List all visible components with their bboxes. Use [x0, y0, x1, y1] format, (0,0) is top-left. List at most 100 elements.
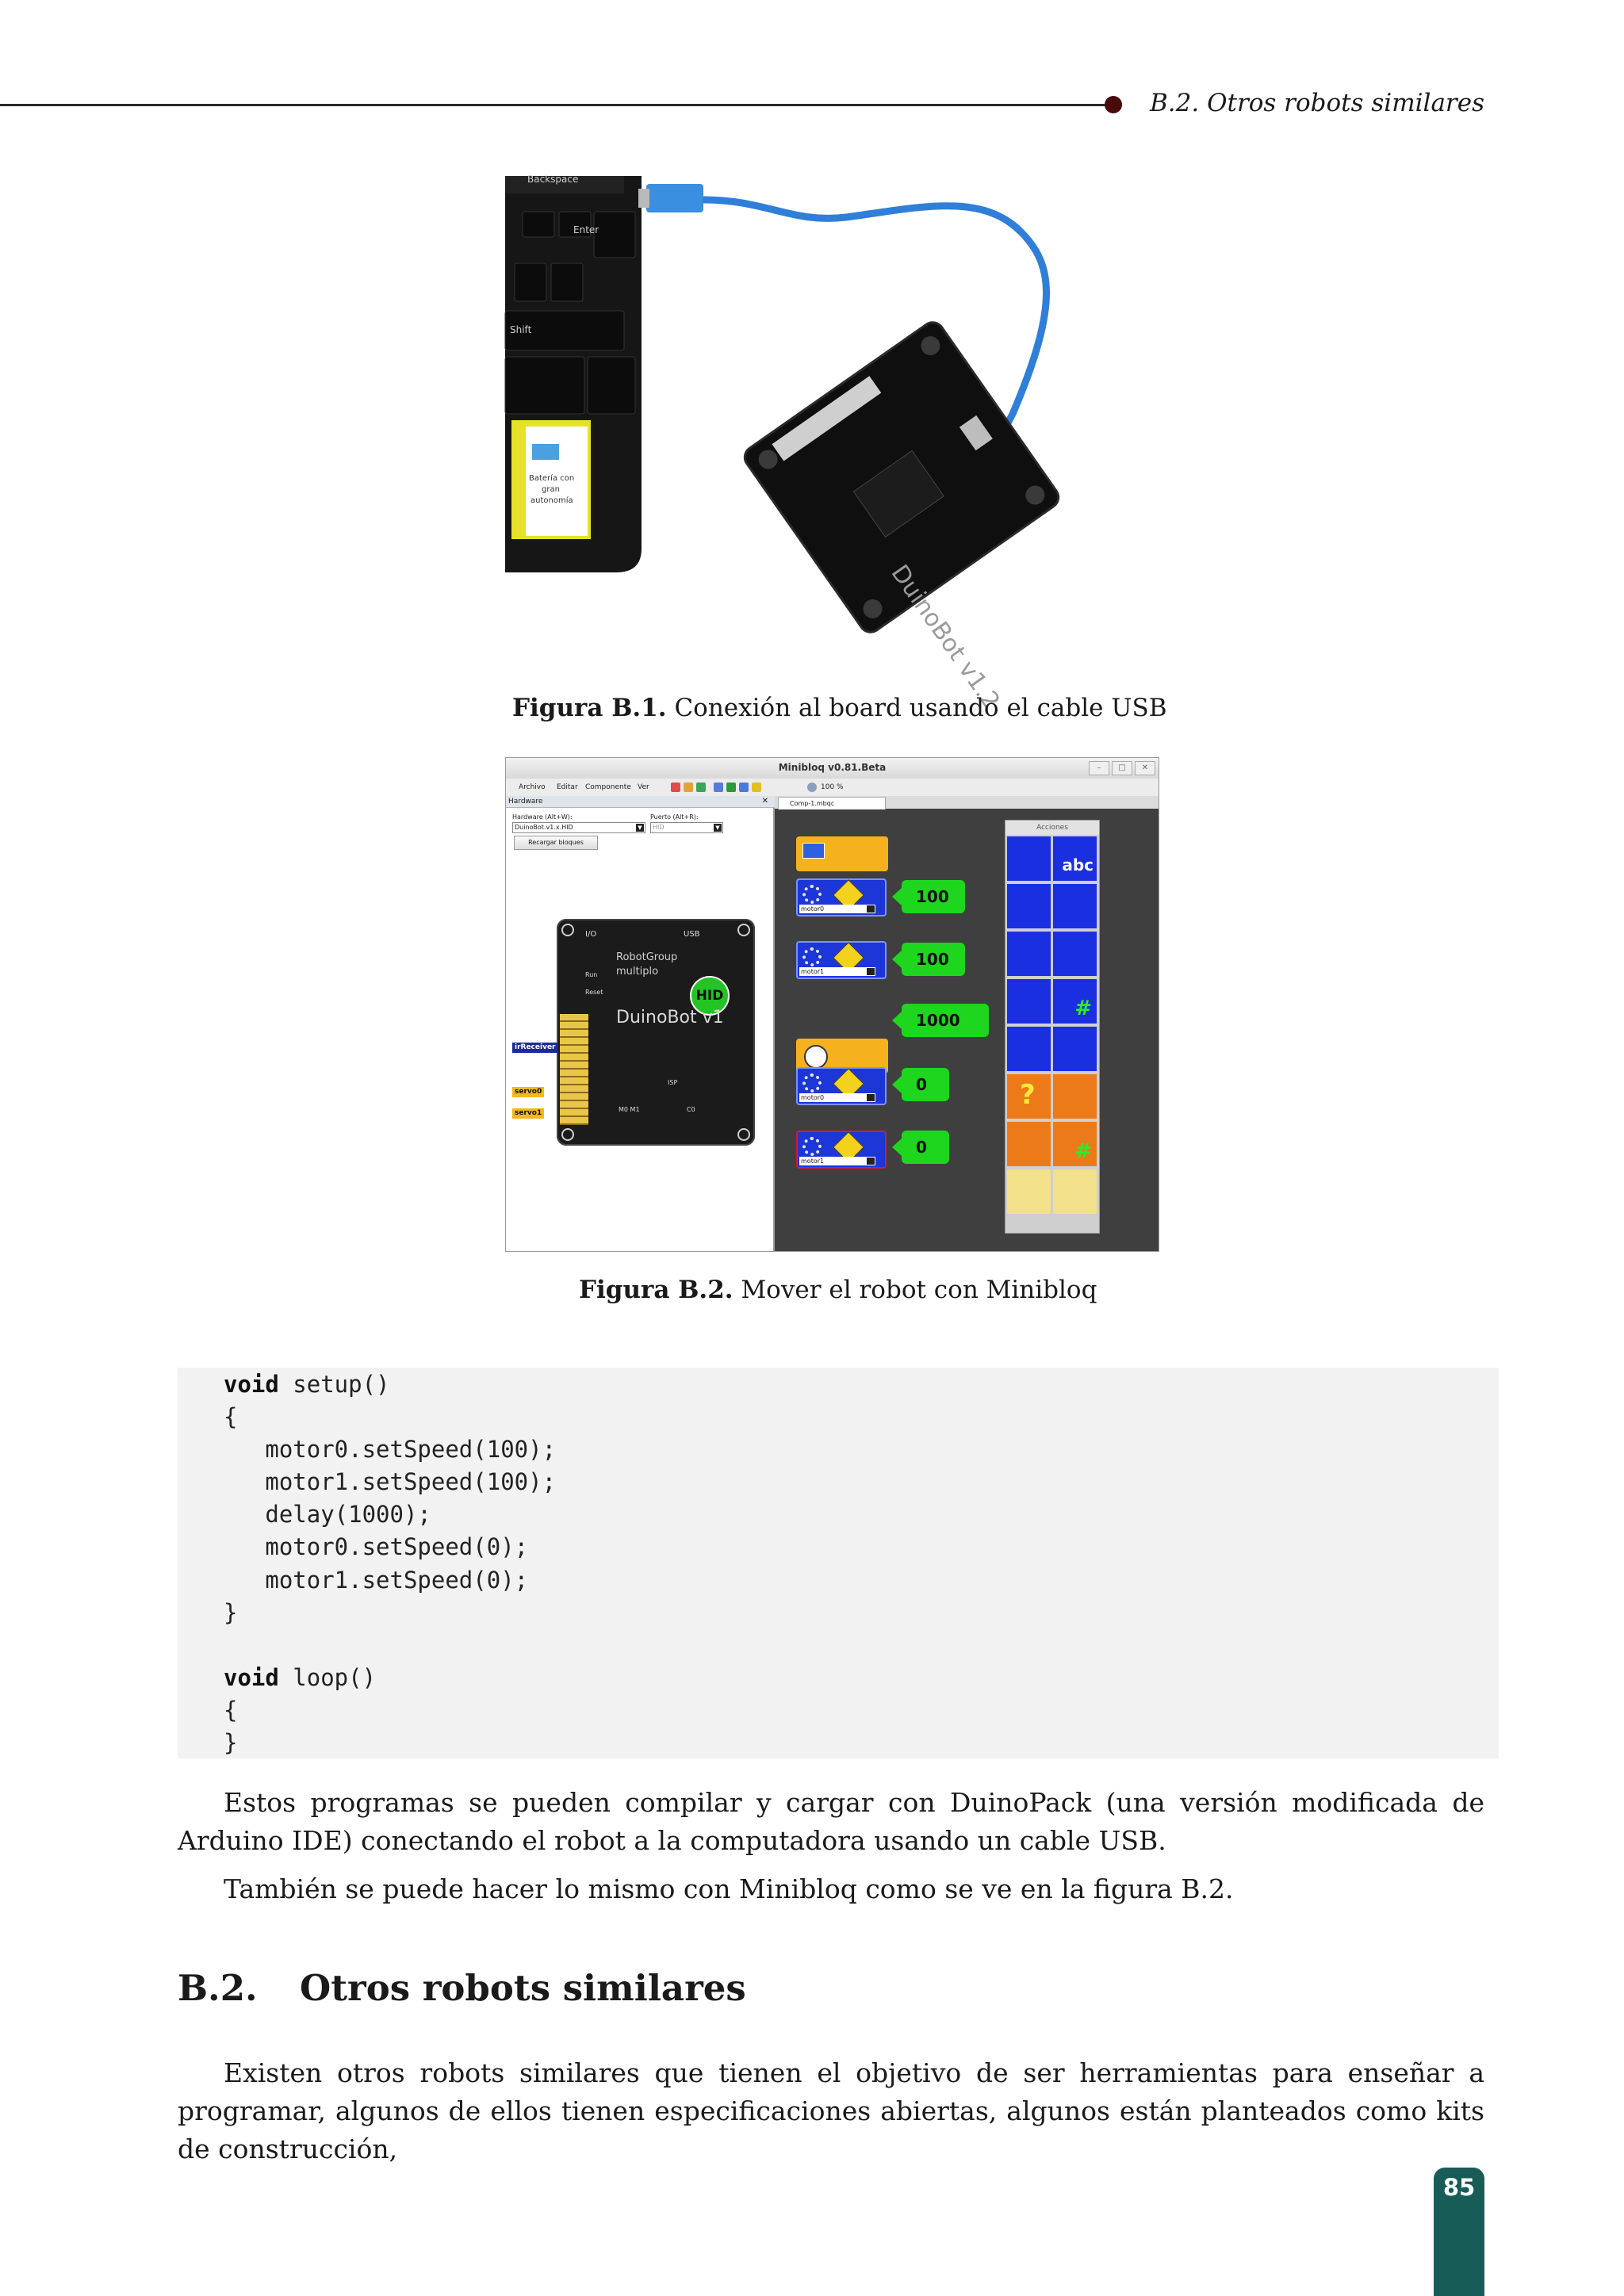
chevron-down-icon: ▼ [714, 824, 722, 832]
menu-componente[interactable]: Componente [585, 783, 631, 791]
code-line: void loop() [224, 1663, 377, 1691]
running-header: B.2. Otros robots similares [1150, 89, 1484, 117]
usb-connection-illustration: Backspace Enter Shift Batería con gran a… [504, 174, 1060, 714]
tag-irreceiver: irReceiver [512, 1043, 558, 1053]
open-icon[interactable] [684, 783, 693, 792]
motor-select[interactable]: motor0 [799, 1093, 875, 1102]
edit-icon[interactable] [714, 783, 723, 792]
gear-icon [802, 885, 822, 904]
duinobot-board: RobotGroup multiplo HID DuinoBot v1 I/O … [557, 919, 755, 1146]
start-icon [802, 843, 825, 859]
palette-repeat-icon[interactable]: # [1053, 1122, 1097, 1166]
motor-block[interactable]: motor0 [796, 878, 887, 916]
palette-empty-slot [1053, 1169, 1097, 1214]
motor-block[interactable]: motor1 [796, 941, 887, 979]
file-tabs: Comp-1.mbqc [775, 796, 1159, 809]
save-icon[interactable] [696, 783, 706, 792]
board-run-label: Run [585, 971, 598, 978]
palette-servo-icon[interactable] [1053, 932, 1097, 976]
board-name: DuinoBot v1 [616, 1008, 724, 1027]
menu-archivo[interactable]: Archivo [519, 783, 546, 791]
code-line: void setup() [224, 1371, 390, 1398]
new-icon[interactable] [671, 783, 680, 792]
tag-servo0: servo0 [512, 1087, 545, 1097]
palette-text-icon[interactable]: abc [1053, 836, 1097, 881]
monitor-icon[interactable] [739, 783, 749, 792]
palette-number-icon[interactable]: # [1053, 979, 1097, 1024]
figure-1-caption-text: Conexión al board usando el cable USB [674, 694, 1167, 722]
palette-if-icon[interactable]: ? [1007, 1074, 1051, 1119]
palette-wait-icon[interactable] [1053, 1074, 1097, 1119]
menu-editar[interactable]: Editar [557, 783, 578, 791]
code-keyword: void [224, 1371, 279, 1398]
speed-value[interactable]: 0 [892, 1131, 949, 1164]
port-select[interactable]: HID▼ [650, 822, 723, 833]
tab-comp-1[interactable]: Comp-1.mbqc [778, 797, 886, 809]
board-motors-label: M0 M1 [619, 1106, 640, 1113]
key-shift: Shift [510, 324, 532, 335]
minibloq-window: Minibloq v0.81.Beta – □ ✕ Archivo Editar… [505, 757, 1159, 1252]
chevron-down-icon: ▼ [636, 824, 644, 832]
run-icon[interactable] [726, 783, 736, 792]
chevron-down-icon [867, 1158, 875, 1165]
menu-bar: Archivo Editar Componente Ver 100 % [506, 779, 1159, 797]
sticker-line-3: autonomía [530, 496, 573, 505]
palette-sensor-icon[interactable] [1007, 932, 1051, 976]
palette-empty-slot [1053, 1027, 1097, 1071]
motor-select[interactable]: motor1 [799, 1157, 875, 1165]
section-title: Otros robots similares [300, 1967, 746, 2009]
code-line: { [224, 1696, 238, 1724]
palette-chart-icon[interactable] [1007, 979, 1051, 1024]
hardware-select[interactable]: DuinoBot.v1.x.HID▼ [512, 822, 645, 833]
close-panel-icon[interactable]: ✕ [761, 797, 768, 806]
menu-ver[interactable]: Ver [638, 783, 649, 791]
code-listing: void setup() { motor0.setSpeed(100); mot… [178, 1368, 1499, 1758]
page-number: 85 [1442, 2174, 1476, 2201]
figure-2-caption-text: Mover el robot con Minibloq [741, 1276, 1097, 1304]
figure-2-caption: Figura B.2. Mover el robot con Minibloq [579, 1276, 1097, 1304]
palette-comment-icon[interactable] [1007, 1169, 1051, 1214]
program-canvas: Comp-1.mbqc motor0 100 motor1 100 1000 m… [775, 796, 1159, 1251]
minimize-icon[interactable]: – [1089, 761, 1109, 775]
figure-1-caption: Figura B.1. Conexión al board usando el … [512, 694, 1167, 722]
speed-value[interactable]: 0 [892, 1068, 949, 1101]
paragraph-duinopack: Estos programas se pueden compilar y car… [178, 1787, 1484, 1856]
hid-badge: HID [690, 976, 730, 1016]
actions-palette: Acciones abc # ? # [1005, 820, 1100, 1234]
motor-block[interactable]: motor0 [796, 1067, 887, 1105]
clock-icon [804, 1045, 828, 1069]
zoom-icon[interactable] [807, 783, 817, 792]
board-isp-label: ISP [668, 1079, 678, 1086]
palette-gear-icon[interactable] [1007, 1027, 1051, 1071]
code-line: { [224, 1403, 238, 1431]
section-heading: B.2.Otros robots similares [178, 1967, 746, 2009]
help-icon[interactable] [752, 783, 761, 792]
reload-blocks-button[interactable]: Recargar bloques [514, 836, 598, 850]
maximize-icon[interactable]: □ [1112, 761, 1132, 775]
motor-select[interactable]: motor1 [799, 967, 875, 976]
zoom-level[interactable]: 100 % [821, 783, 844, 791]
palette-gear-icon[interactable] [1007, 836, 1051, 881]
palette-while-icon[interactable] [1007, 1122, 1051, 1166]
port-label: Puerto (Alt+R): [650, 813, 699, 821]
gear-icon [802, 947, 822, 966]
speed-value[interactable]: 100 [892, 943, 965, 976]
servo-pin-headers [560, 1014, 588, 1125]
delay-value[interactable]: 1000 [892, 1004, 989, 1037]
sticker-line-2: gran [542, 485, 560, 494]
window-titlebar: Minibloq v0.81.Beta – □ ✕ [506, 758, 1159, 779]
code-keyword: void [224, 1663, 279, 1691]
paragraph-otros-robots: Existen otros robots similares que tiene… [178, 2057, 1484, 2164]
hardware-panel-title: Hardware [506, 796, 776, 808]
figure-1-photo: Backspace Enter Shift Batería con gran a… [504, 174, 1155, 714]
palette-speaker-icon[interactable] [1053, 884, 1097, 928]
start-block[interactable] [796, 836, 888, 871]
tag-servo1: servo1 [512, 1108, 545, 1119]
motor-block-selected[interactable]: motor1 [796, 1131, 887, 1169]
actions-title: Acciones [1005, 821, 1099, 835]
motor-select[interactable]: motor0 [799, 905, 875, 913]
speed-value[interactable]: 100 [892, 880, 965, 913]
close-icon[interactable]: ✕ [1135, 761, 1155, 775]
paragraph-minibloq: También se puede hacer lo mismo con Mini… [224, 1873, 1234, 1904]
palette-motor-icon[interactable] [1007, 884, 1051, 928]
